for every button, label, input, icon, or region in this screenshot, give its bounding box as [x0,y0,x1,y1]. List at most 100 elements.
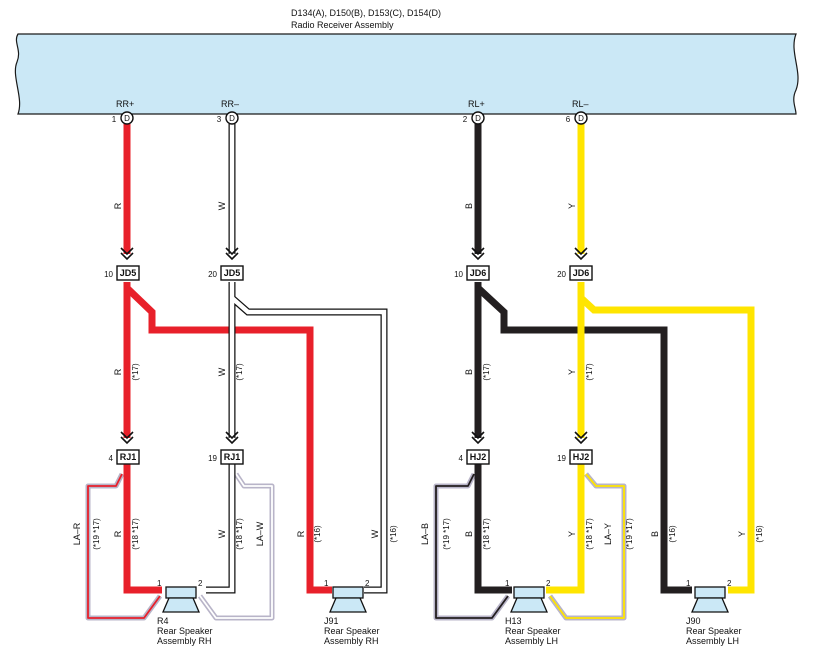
terminal-number: 3 [217,115,222,124]
speaker-name-line1: Rear Speaker [324,626,380,636]
wire-rr-minus-white [206,124,388,594]
speaker-name-line1: Rear Speaker [157,626,213,636]
connector-pin: 4 [459,454,464,463]
speaker-pin: 2 [365,579,370,588]
junction-connectors: JD5 10 JD5 20 JD6 10 JD6 20 RJ1 4 RJ1 19 [104,265,593,465]
speaker-pin: 2 [546,579,551,588]
terminal-label-rl-minus: RL– [572,99,589,109]
speaker-j90: 1 2 J90 Rear Speaker Assembly LH [686,579,742,646]
connector-name: JD5 [120,268,137,278]
connector-pin: 10 [454,270,463,279]
terminal-number: 1 [112,115,117,124]
wire-note: (*19 *17) [625,518,634,550]
wire-note: (*16) [313,525,322,543]
speaker-r4: 1 2 R4 Rear Speaker Assembly RH [157,579,213,646]
wire-label: R [113,368,123,375]
speaker-icon [510,586,548,613]
connector-name: HJ2 [573,452,590,462]
speaker-pin: 1 [324,579,329,588]
wire-note: (*18 *17) [235,518,244,550]
connector-pin: 19 [208,454,217,463]
wire-label: R [113,202,123,209]
connector-jd6-pin10: JD6 10 [454,265,490,281]
connector-pin: 4 [109,454,114,463]
speaker-icon [691,586,729,613]
wire-label: LA–B [420,523,430,545]
speaker-pin: 2 [727,579,732,588]
terminal-rl-plus: D 2 [463,111,485,125]
wire-rr-plus-red [123,124,332,594]
wire-rl-plus-black [474,124,692,594]
arrowheads [120,247,588,444]
wire-label: W [370,529,380,538]
wire-label: R [296,530,306,537]
wire-note: (*18 *17) [131,518,140,550]
wire-note: (*16) [755,525,764,543]
connector-name: JD6 [470,268,487,278]
speaker-h13: 1 2 H13 Rear Speaker Assembly LH [505,579,561,646]
wire-label: R [113,530,123,537]
wire-note: (*18 *17) [482,518,491,550]
speaker-j91: 1 2 J91 Rear Speaker Assembly RH [324,579,380,646]
wire-label: W [217,529,227,538]
wire-label: LA–Y [603,523,613,545]
wire-label: Y [567,531,577,537]
wire-note: (*17) [585,363,594,381]
speaker-icon [162,586,200,613]
assembly-name: Radio Receiver Assembly [291,20,394,30]
speaker-pin: 2 [198,579,203,588]
wire-rl-minus-yellow [546,124,755,594]
connector-name: JD6 [573,268,590,278]
wire-label: B [464,203,474,209]
terminal-rr-plus: D 1 [112,111,134,125]
speaker-pin: 1 [505,579,510,588]
wire-label: B [650,531,660,537]
connector-jd5-pin20: JD5 20 [208,265,244,281]
wire-note: (*17) [235,363,244,381]
speaker-name-line2: Assembly RH [157,636,212,646]
speaker-name-line2: Assembly LH [686,636,739,646]
connector-name: RJ1 [120,452,137,462]
radio-receiver-assembly [14,33,799,115]
terminal-letter: D [124,114,130,123]
connector-pin: 19 [557,454,566,463]
connector-name: JD5 [224,268,241,278]
speaker-name-line1: Rear Speaker [505,626,561,636]
assembly-terminals: D 1 D 3 D 2 D 6 [112,111,588,125]
connector-jd6-pin20: JD6 20 [557,265,593,281]
terminal-label-rr-minus: RR– [221,99,239,109]
terminal-letter: D [475,114,481,123]
speaker-pin: 1 [686,579,691,588]
wire-label: Y [737,531,747,537]
wire-label: Y [567,203,577,209]
speaker-code: J91 [324,616,339,626]
connector-name: RJ1 [224,452,241,462]
terminal-number: 2 [463,115,468,124]
wire-label: B [464,369,474,375]
connector-pin: 10 [104,270,113,279]
wire-note: (*19 *17) [442,518,451,550]
connector-jd5-pin10: JD5 10 [104,265,140,281]
speaker-pin: 1 [157,579,162,588]
terminal-letter: D [578,114,584,123]
wire-label: LA–R [72,522,82,545]
wire-note: (*16) [389,525,398,543]
wire-note: (*18 *17) [585,518,594,550]
connector-hj2-pin4: HJ2 4 [459,449,490,465]
terminal-label-rr-plus: RR+ [116,99,134,109]
connector-pin: 20 [208,270,217,279]
connector-pin: 20 [557,270,566,279]
speaker-name-line2: Assembly RH [324,636,379,646]
wire-label: Y [567,369,577,375]
terminal-label-rl-plus: RL+ [468,99,485,109]
wire-label: LA–W [255,521,265,546]
speaker-icon [329,586,367,613]
speaker-name-line2: Assembly LH [505,636,558,646]
shield-loops [85,472,627,621]
connector-rj1-pin4: RJ1 4 [109,449,140,465]
wire-label: W [217,367,227,376]
terminal-letter: D [229,114,235,123]
connector-name: HJ2 [470,452,487,462]
wire-note: (*17) [482,363,491,381]
